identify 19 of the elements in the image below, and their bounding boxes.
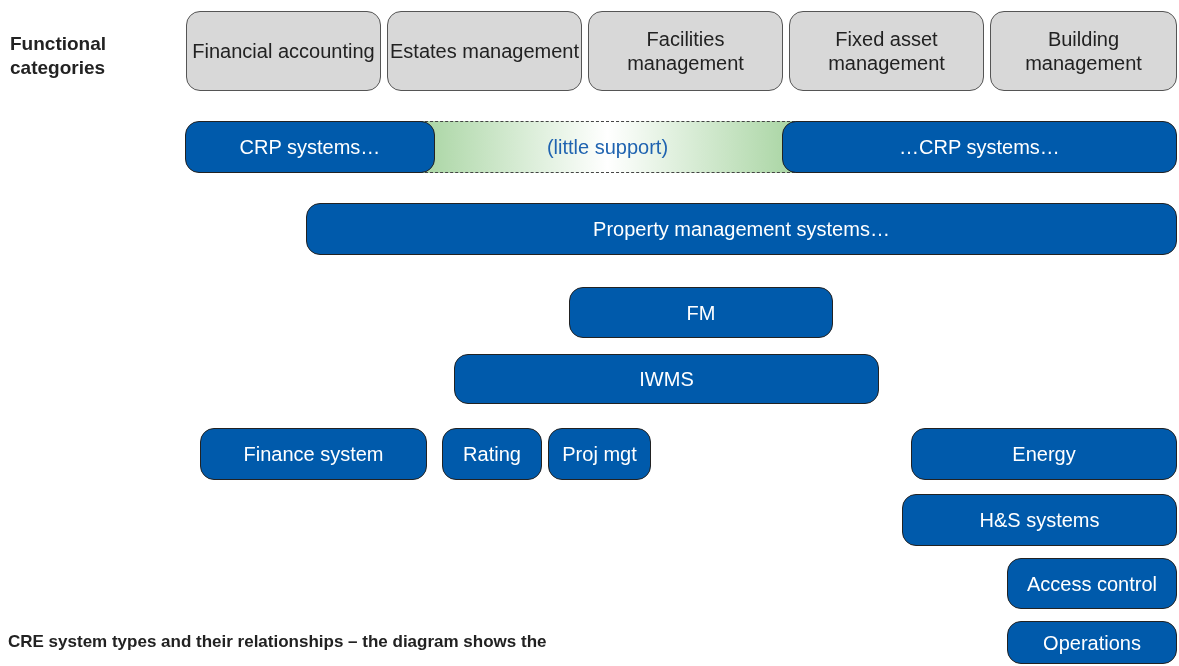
system-bar: Rating — [442, 428, 542, 480]
system-bar: Access control — [1007, 558, 1177, 609]
category-box: Building management — [990, 11, 1177, 91]
system-bar: CRP systems… — [185, 121, 435, 173]
category-box: Financial accounting — [186, 11, 381, 91]
category-box: Estates management — [387, 11, 582, 91]
caption: CRE system types and their relationships – the diagram shows the — [8, 632, 547, 652]
system-bar: …CRP systems… — [782, 121, 1177, 173]
category-box: Fixed asset management — [789, 11, 984, 91]
system-bar: Property management systems… — [306, 203, 1177, 255]
system-bar: FM — [569, 287, 833, 338]
system-bar: Proj mgt — [548, 428, 651, 480]
system-bar: IWMS — [454, 354, 879, 404]
category-box: Facilities management — [588, 11, 783, 91]
system-bar: Finance system — [200, 428, 427, 480]
system-bar: Operations — [1007, 621, 1177, 664]
system-bar: Energy — [911, 428, 1177, 480]
system-bar: H&S systems — [902, 494, 1177, 546]
axis-heading: Functional categories — [10, 32, 108, 80]
